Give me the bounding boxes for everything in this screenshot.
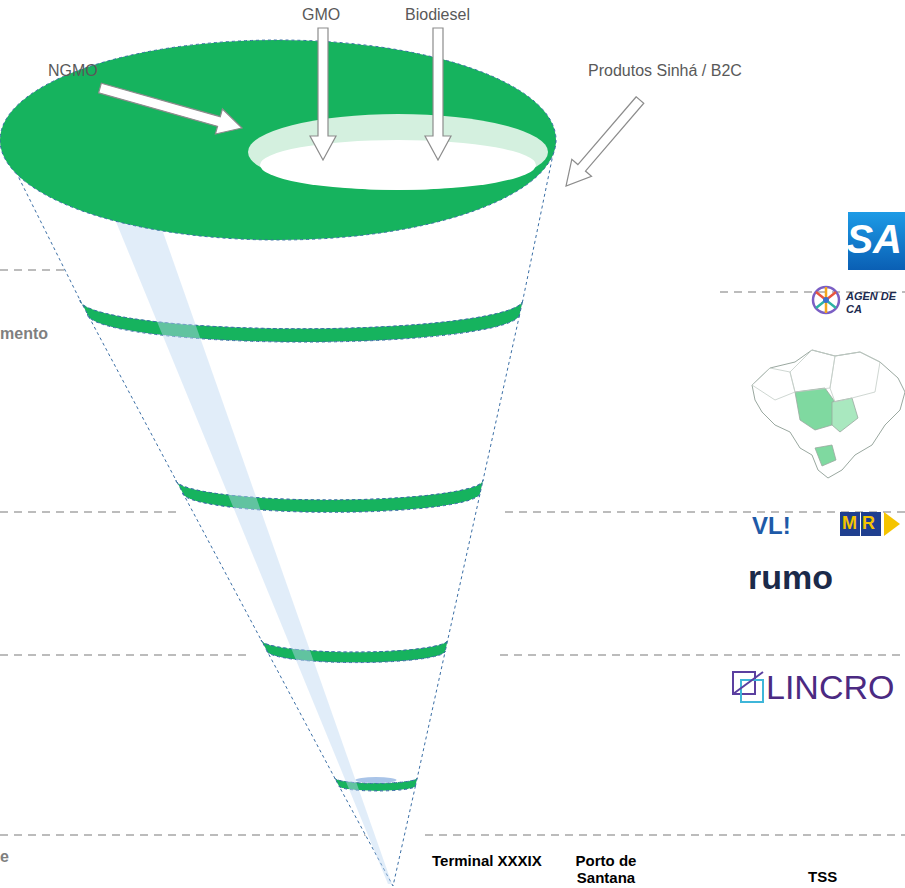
input-arrow (99, 83, 242, 134)
funnel-hole (355, 777, 396, 783)
input-label: NGMO (48, 62, 98, 80)
lincros-logo-icon (733, 672, 763, 702)
terminal-label: TSS (808, 868, 837, 885)
input-arrow (566, 97, 644, 186)
tier-label: mento (0, 325, 48, 343)
brazil-map (752, 350, 905, 478)
funnel-highlight (105, 195, 392, 884)
funnel-opening (260, 140, 536, 190)
funnel-opening (248, 114, 548, 190)
input-label: Produtos Sinhá / B2C (588, 62, 742, 80)
funnel-rim (0, 40, 556, 240)
logo-text: rumo (748, 558, 833, 597)
logo-text: AGEN DE CA (846, 290, 898, 315)
tier-separators (0, 270, 905, 835)
funnel-body (183, 493, 480, 652)
funnel-body (87, 314, 519, 500)
funnel (0, 40, 556, 886)
logo-text: VL! (752, 512, 791, 540)
input-arrows (99, 28, 644, 186)
tier-label: e (0, 848, 9, 866)
input-label: GMO (302, 6, 340, 24)
logo-text: LINCRO (766, 668, 894, 707)
funnel-body (267, 651, 445, 783)
terminal-label: Terminal XXXIX (432, 852, 542, 869)
input-label: Biodiesel (405, 6, 470, 24)
terminal-label: Porto de Santana (560, 852, 652, 887)
input-arrow (425, 28, 451, 160)
input-arrow (310, 28, 336, 160)
logo-text: MR (842, 513, 880, 534)
funnel-tip (339, 786, 415, 886)
agency-logo (813, 287, 839, 313)
mrs-logo (840, 512, 900, 536)
logo-text: SA (846, 216, 902, 262)
